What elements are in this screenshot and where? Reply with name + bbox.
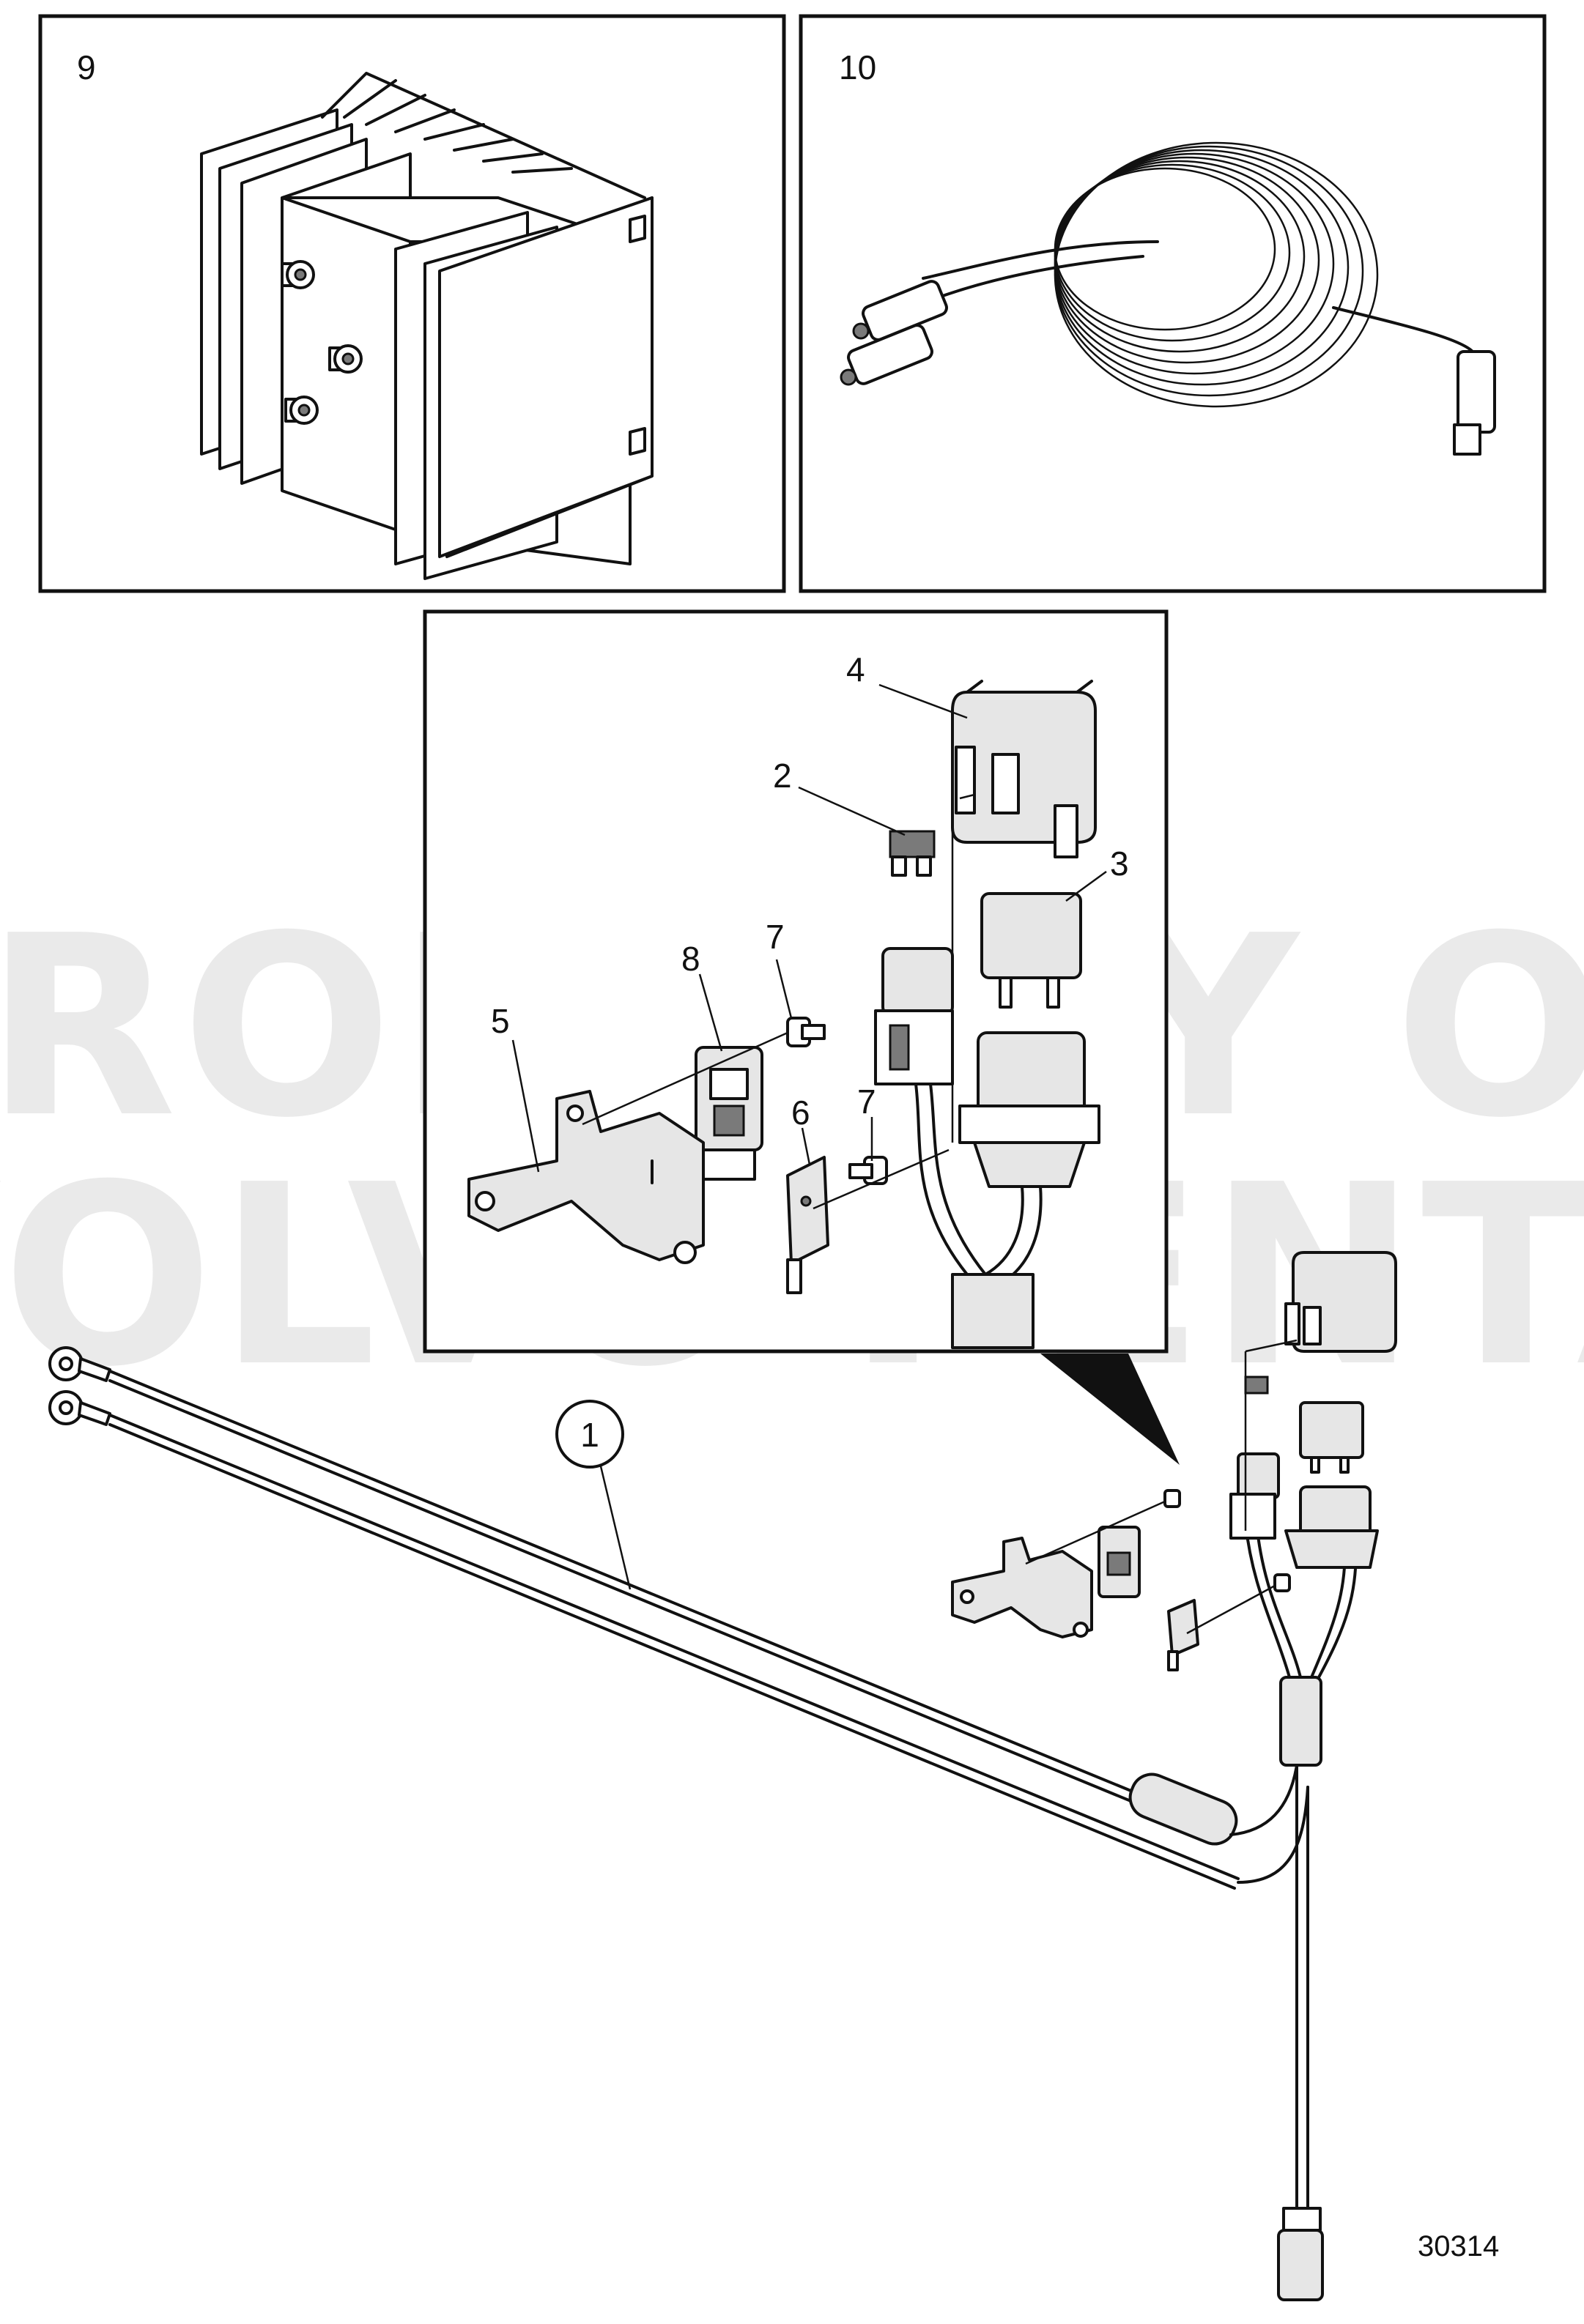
detail-pointer <box>1040 1354 1180 1465</box>
callout-6: 6 <box>791 1094 810 1132</box>
terminal-studs <box>281 260 363 425</box>
leader-2 <box>798 786 906 836</box>
callout-7-lower: 7 <box>857 1083 876 1121</box>
panel-9-label: 9 <box>77 48 96 86</box>
panel-10: 10 <box>799 14 1547 593</box>
panel-10-label: 10 <box>839 48 876 86</box>
fuse-icon <box>889 830 936 877</box>
leader-7-upper <box>775 959 793 1019</box>
callout-7-upper: 7 <box>766 918 785 956</box>
main-harness-assembly: 1 <box>48 1251 1397 2301</box>
callout-3: 3 <box>1110 844 1129 883</box>
callout-5: 5 <box>491 1002 510 1040</box>
callout-4: 4 <box>846 650 865 688</box>
relay-socket-icon <box>958 1031 1100 1188</box>
callout-1-circle <box>555 1400 624 1469</box>
detail-inset: 4 2 3 7 8 5 6 7 <box>423 609 1169 1354</box>
screw-lower-icon <box>848 1156 888 1185</box>
leader-5 <box>511 1039 540 1173</box>
leader-8 <box>698 973 723 1052</box>
diagram-id: 30314 <box>1418 2230 1499 2262</box>
callout-1: 1 <box>580 1416 599 1454</box>
stud-plate-icon <box>786 1156 829 1294</box>
panel-9: 9 <box>38 14 786 593</box>
bracket-icon <box>467 1090 705 1264</box>
cable-clip-icon <box>695 1046 763 1181</box>
leader-6 <box>801 1127 811 1165</box>
leader-1 <box>599 1466 632 1590</box>
coiled-cable-icon <box>840 141 1496 456</box>
leader-3 <box>1065 870 1107 902</box>
callout-2: 2 <box>773 757 792 795</box>
connector-housing-icon <box>874 947 954 1085</box>
relay-icon <box>980 892 1082 1009</box>
callout-8: 8 <box>681 940 700 978</box>
harness-connector-icon <box>1277 2229 1324 2301</box>
relay-cover-icon <box>951 680 1097 858</box>
screw-icon <box>786 1017 826 1047</box>
heat-sink-icon <box>200 72 654 580</box>
leader-4 <box>878 683 968 719</box>
